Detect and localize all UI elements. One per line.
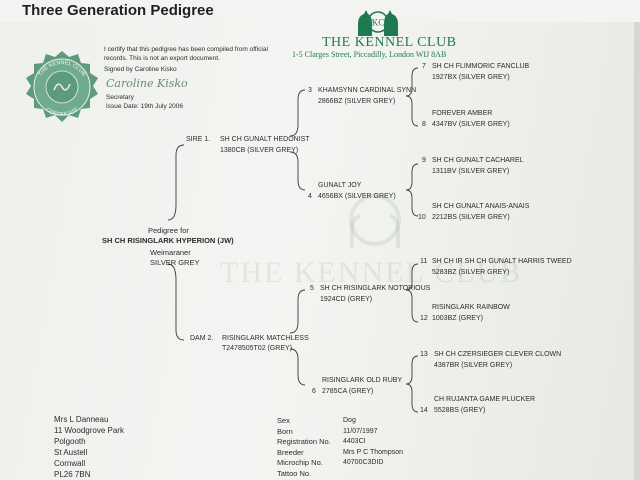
- ancestor-4-num: 4: [308, 193, 312, 200]
- kc-monogram: KC: [372, 18, 385, 28]
- owner-line: 11 Woodgrove Park: [54, 426, 124, 435]
- signatory-role: Secretary: [106, 94, 134, 101]
- subject-colour: SILVER GREY: [150, 258, 200, 267]
- ancestor-6-num: 6: [312, 388, 316, 395]
- signed-by: Signed by Caroline Kisko: [104, 66, 177, 73]
- owner-address: Mrs L Danneau 11 Woodgrove Park Polgooth…: [54, 414, 124, 480]
- owner-line: Mrs L Danneau: [54, 415, 109, 424]
- svg-text:CERTIFICATE: CERTIFICATE: [44, 107, 80, 118]
- owner-line: St Austell: [54, 448, 88, 457]
- ancestor-7-reg: 1927BX (SILVER GREY): [432, 74, 510, 81]
- document-title: Three Generation Pedigree: [22, 2, 214, 19]
- reg-label: Microchip No.: [277, 458, 323, 467]
- owner-line: PL26 7BN: [54, 470, 91, 479]
- ancestor-14-name: CH RUJANTA GAME PLUCKER: [434, 396, 535, 403]
- ancestor-1-name: SH CH GUNALT HEDONIST: [220, 136, 310, 143]
- pedigree-intro: Pedigree for: [148, 226, 189, 235]
- reg-value: 11/07/1997: [343, 427, 378, 435]
- ancestor-1-reg: 1380CB (SILVER GREY): [220, 147, 299, 154]
- ancestor-4-name: GUNALT JOY: [318, 182, 362, 189]
- reg-label: Registration No.: [277, 437, 331, 446]
- ancestor-10-num: 10: [418, 214, 426, 221]
- ancestor-10-name: SH CH GUNALT ANAIS-ANAIS: [432, 203, 530, 210]
- sire-label: SIRE 1.: [186, 136, 211, 143]
- watermark-text: THE KENNEL CLUB: [220, 256, 523, 289]
- ancestor-5-num: 5: [310, 285, 314, 292]
- ancestor-5-name: SH CH RISINGLARK NOTORIOUS: [320, 285, 431, 292]
- page-edge: [634, 0, 640, 480]
- ancestor-6-reg: 2785CA (GREY): [322, 388, 374, 395]
- ancestor-11-reg: 5283BZ (SILVER GREY): [432, 269, 510, 276]
- reg-row-breeder: Breeder Mrs P C Thompson: [277, 448, 403, 459]
- reg-row-sex: Sex Dog: [277, 416, 403, 427]
- ancestor-9-name: SH CH GUNALT CACHAREL: [432, 157, 524, 164]
- ancestor-8-reg: 4347BV (SILVER GREY): [432, 121, 510, 128]
- reg-value: Mrs P C Thompson: [343, 448, 404, 456]
- ancestor-8-name: FOREVER AMBER: [432, 110, 493, 117]
- club-address: 1-5 Clarges Street, Piccadilly, London W…: [292, 50, 447, 59]
- reg-row-born: Born 11/07/1997: [277, 427, 403, 438]
- owner-line: Polgooth: [54, 437, 86, 446]
- ancestor-12-num: 12: [420, 315, 428, 322]
- ancestor-9-num: 9: [422, 157, 426, 164]
- club-name: THE KENNEL CLUB: [322, 35, 457, 50]
- ancestor-4-reg: 4656BX (SILVER GREY): [318, 193, 396, 200]
- reg-value: 4403CI: [343, 438, 366, 445]
- issue-date: Issue Date: 19th July 2006: [106, 103, 183, 110]
- ancestor-11-name: SH CH IR SH CH GUNALT HARRIS TWEED: [432, 258, 572, 265]
- ancestor-14-num: 14: [420, 407, 428, 414]
- subject-breed: Weimaraner: [150, 248, 191, 257]
- ancestor-11-num: 11: [420, 258, 428, 265]
- reg-label: Born: [277, 426, 293, 436]
- reg-label: Tattoo No.: [277, 468, 312, 478]
- reg-value: 40700C3DID: [343, 459, 384, 466]
- owner-line: Cornwall: [54, 459, 86, 468]
- ancestor-13-reg: 4387BR (SILVER GREY): [434, 362, 513, 369]
- ancestor-5-reg: 1924CD (GREY): [320, 296, 373, 303]
- ancestor-7-num: 7: [422, 63, 426, 70]
- reg-label: Breeder: [277, 447, 304, 457]
- ancestor-3-name: KHAMSYNN CARDINAL SYNN: [318, 87, 417, 94]
- title-strip: [0, 0, 640, 22]
- reg-row-tattoo: Tattoo No.: [277, 469, 403, 480]
- ancestor-12-reg: 1003BZ (GREY): [432, 315, 483, 322]
- ancestor-13-num: 13: [420, 351, 428, 358]
- certification-statement: I certify that this pedigree has been co…: [104, 46, 268, 62]
- dam-label: DAM 2.: [190, 335, 214, 342]
- registration-details: Sex Dog Born 11/07/1997 Registration No. 44…: [277, 416, 403, 479]
- reg-row-microchip: Microchip No. 40700C3DID: [277, 458, 403, 469]
- reg-row-number: Registration No. 4403CI: [277, 437, 403, 448]
- ancestor-6-name: RISINGLARK OLD RUBY: [322, 377, 403, 384]
- certificate-seal-icon: THE KENNEL CLUB CERTIFICATE: [26, 51, 98, 122]
- ancestor-3-reg: 2866BZ (SILVER GREY): [318, 98, 396, 105]
- ancestor-9-reg: 1311BV (SILVER GREY): [432, 168, 510, 175]
- watermark-seal-icon: [349, 194, 401, 248]
- ancestor-10-reg: 2212BS (SILVER GREY): [432, 214, 510, 221]
- subject-dog-name: SH CH RISINGLARK HYPERION (JW): [102, 236, 234, 245]
- ancestor-12-name: RISINGLARK RAINBOW: [432, 304, 510, 311]
- ancestor-2-reg: T2478505T02 (GREY): [222, 345, 293, 352]
- kennel-club-logo-icon: KC: [358, 10, 398, 36]
- ancestor-14-reg: 5528BS (GREY): [434, 407, 486, 414]
- signature: Caroline Kisko: [106, 77, 188, 90]
- ancestor-13-name: SH CH CZERSIEGER CLEVER CLOWN: [434, 351, 562, 358]
- ancestor-3-num: 3: [308, 87, 312, 94]
- reg-value: Dog: [343, 417, 356, 424]
- ancestor-7-name: SH CH FLIMMORIC FANCLUB: [432, 63, 530, 70]
- ancestor-2-name: RISINGLARK MATCHLESS: [222, 335, 309, 342]
- reg-label: Sex: [277, 416, 290, 425]
- ancestor-8-num: 8: [422, 121, 426, 128]
